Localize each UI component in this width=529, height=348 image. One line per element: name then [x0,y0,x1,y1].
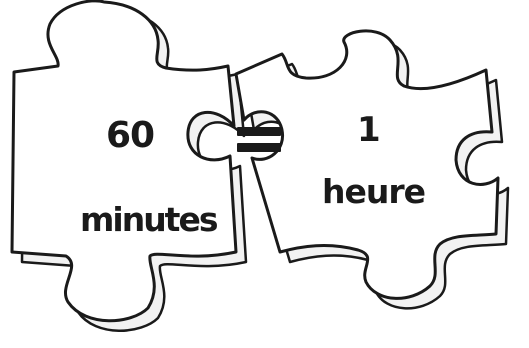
left-piece-unit: minutes [80,200,218,239]
right-piece-number: 1 [357,110,381,150]
right-piece [234,29,500,300]
left-piece-number: 60 [106,115,155,156]
equals-bar-top [237,127,281,136]
equals-bar-bottom [237,143,281,152]
left-piece [10,0,238,323]
right-piece-unit: heure [322,172,426,211]
